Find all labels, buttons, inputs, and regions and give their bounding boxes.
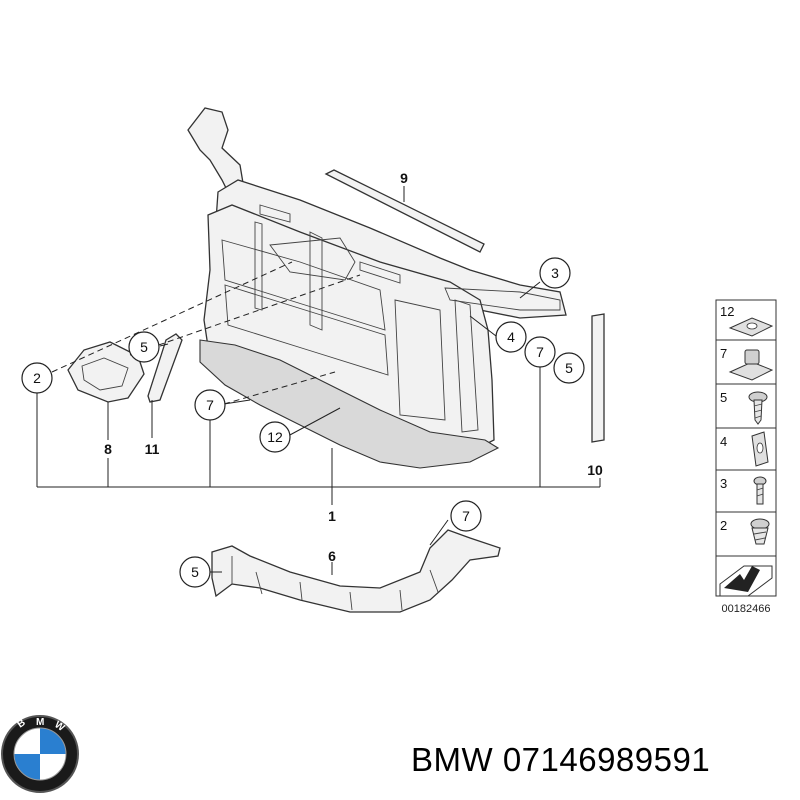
callout-12-label: 12 — [267, 429, 283, 445]
bolt-icon — [753, 476, 767, 505]
bracket-icon — [751, 431, 769, 467]
label-11: 11 — [145, 441, 160, 457]
direction-arrow-icon — [719, 565, 773, 597]
label-9: 9 — [400, 170, 408, 186]
callout-3-label: 3 — [551, 265, 559, 281]
callout-7b-label: 7 — [536, 344, 544, 360]
callout-7b — [524, 336, 556, 368]
callout-5b-label: 5 — [565, 360, 573, 376]
callout-5c — [179, 556, 211, 588]
spring-nut-icon — [728, 349, 774, 381]
callout-2-label: 2 — [33, 370, 41, 386]
callout-5a — [128, 331, 160, 363]
callout-5a-label: 5 — [140, 339, 148, 355]
holder-rod — [147, 333, 183, 403]
mounting-bracket — [67, 341, 145, 403]
legend-num-7: 7 — [720, 346, 727, 361]
label-8: 8 — [104, 441, 112, 457]
bmw-logo-icon: B M W — [1, 715, 79, 793]
callout-12 — [259, 421, 291, 453]
callout-4-label: 4 — [507, 329, 515, 345]
legend-num-2: 2 — [720, 518, 727, 533]
screw-icon — [748, 391, 768, 425]
side-seal-strip — [591, 313, 605, 443]
leader-lines — [36, 186, 601, 575]
label-6: 6 — [328, 548, 336, 564]
front-end-carrier — [187, 107, 567, 469]
callout-7a-label: 7 — [206, 397, 214, 413]
legend-num-12: 12 — [720, 304, 734, 319]
svg-text:M: M — [36, 717, 44, 728]
callout-7c — [450, 500, 482, 532]
callout-2 — [21, 362, 53, 394]
clip-nut-icon — [728, 317, 774, 337]
callout-5c-label: 5 — [191, 564, 199, 580]
part-number-caption: BMW 07146989591 — [411, 741, 711, 778]
label-10: 10 — [587, 462, 603, 478]
seal-strip — [324, 169, 485, 253]
callout-5b — [553, 352, 585, 384]
plain-labels: 9 8 11 10 1 6 — [104, 170, 603, 564]
callout-7c-label: 7 — [462, 508, 470, 524]
diagram-id: 00182466 — [722, 603, 771, 615]
legend-num-4: 4 — [720, 434, 727, 449]
screw-washer-icon — [750, 518, 770, 545]
callout-3 — [539, 257, 571, 289]
hardware-legend: 12 7 5 4 3 2 — [715, 299, 777, 615]
callouts: 2 5 7 12 3 4 7 5 7 5 — [21, 257, 585, 588]
callout-4 — [495, 321, 527, 353]
legend-num-5: 5 — [720, 390, 727, 405]
lower-carrier — [211, 529, 501, 613]
callout-7a — [194, 389, 226, 421]
legend-num-3: 3 — [720, 476, 727, 491]
label-1: 1 — [328, 508, 336, 524]
